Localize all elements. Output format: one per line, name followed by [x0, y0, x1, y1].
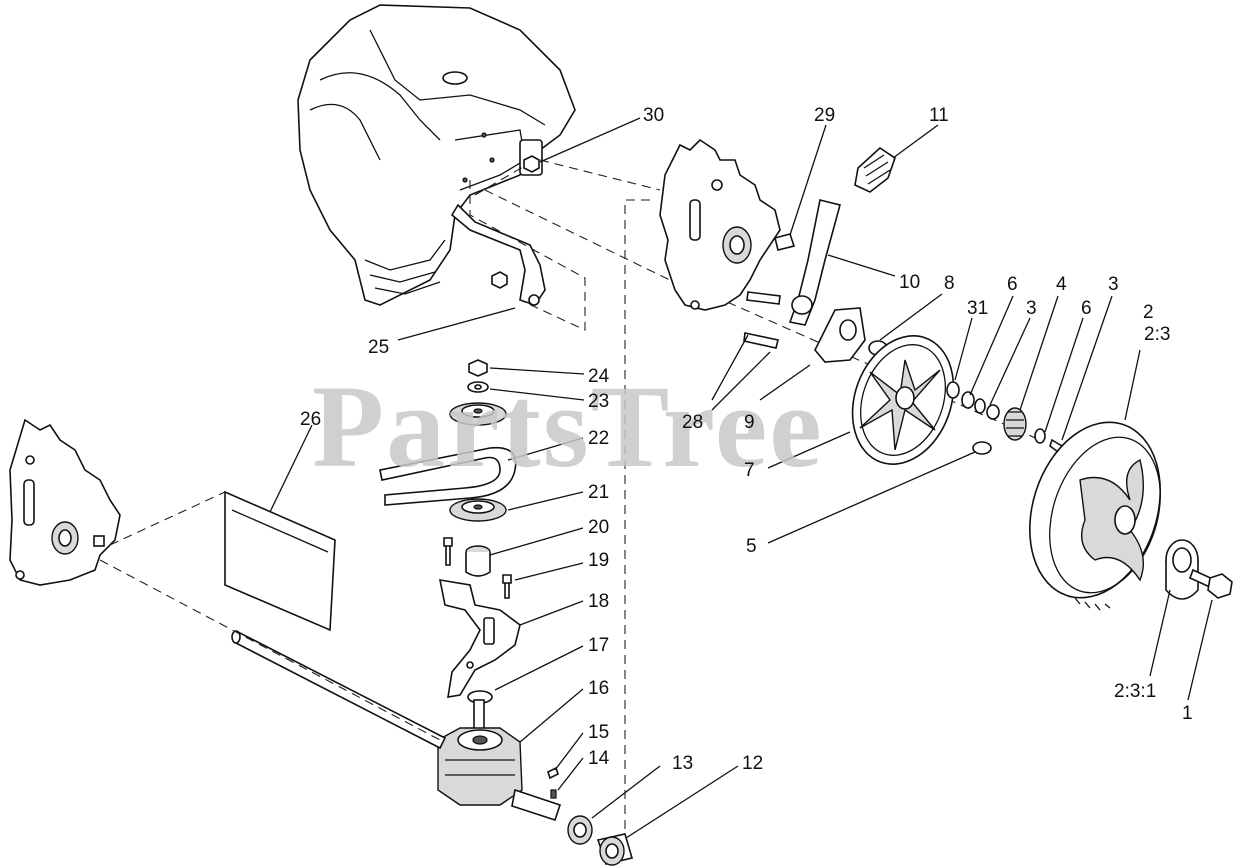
part-2-wheel	[1029, 421, 1161, 611]
callout-15: 15	[588, 722, 609, 743]
callout-18: 18	[588, 591, 609, 612]
part-16-gearbox	[437, 699, 523, 806]
callout-3-b: 3	[1108, 274, 1119, 295]
callout-17: 17	[588, 635, 609, 656]
part-1-bolt	[1188, 568, 1233, 599]
height-adjust-bracket-left	[9, 418, 121, 586]
part-25-nut	[491, 271, 508, 289]
part-3-washer	[986, 404, 1000, 420]
callout-29: 29	[814, 105, 835, 126]
part-4-pinion	[1003, 407, 1027, 441]
part-15-key	[547, 766, 559, 780]
callout-1: 1	[1182, 703, 1193, 724]
part-31-washer	[946, 381, 960, 399]
part-12-bushing	[596, 833, 634, 866]
height-adjust-lever	[788, 146, 896, 326]
watermark: PartsTree	[312, 361, 824, 492]
callout-2-3-1: 2:3:1	[1114, 681, 1156, 702]
callout-3: 3	[1026, 298, 1037, 319]
callout-16: 16	[588, 678, 609, 699]
callout-8: 8	[944, 273, 955, 294]
callout-12: 12	[742, 753, 763, 774]
callout-11: 11	[929, 105, 949, 126]
callout-30: 30	[643, 105, 664, 126]
callout-19: 19	[588, 550, 609, 571]
callout-9: 9	[744, 412, 755, 433]
part-5-washer	[972, 441, 992, 455]
callout-6-b: 6	[1081, 298, 1092, 319]
part-21-pulley-lower	[449, 498, 507, 522]
part-22-pulley-upper	[449, 402, 507, 426]
part-3-ring	[974, 398, 986, 414]
callout-22: 22	[588, 428, 609, 449]
callout-21: 21	[588, 482, 609, 503]
mower-housing	[297, 4, 576, 306]
part-2-3-1-bushing	[1165, 539, 1199, 600]
height-adjust-bracket-right	[659, 138, 796, 349]
part-30-nut	[523, 155, 540, 173]
part-24-nut	[468, 359, 488, 377]
callout-2-3: 2:3	[1144, 324, 1170, 345]
callout-2: 2	[1143, 302, 1154, 323]
callout-labels: 30 29 11 10 8 31 6 3 4 6 3 2 2:3 25 24 2…	[300, 105, 1193, 774]
part-18-bracket	[438, 579, 521, 698]
callout-6: 6	[1007, 274, 1018, 295]
part-9-bracket	[814, 307, 866, 363]
callout-20: 20	[588, 517, 609, 538]
callout-4: 4	[1056, 274, 1067, 295]
callout-26: 26	[300, 409, 321, 430]
part-7-hub-gear	[851, 335, 955, 465]
axle-shaft	[232, 630, 447, 750]
callout-23: 23	[588, 391, 609, 412]
part-6-ring-2	[1034, 428, 1046, 444]
part-14-key	[550, 789, 557, 799]
callout-25: 25	[368, 337, 389, 358]
callout-28: 28	[682, 412, 703, 433]
callout-13: 13	[672, 753, 693, 774]
callout-10: 10	[899, 272, 920, 293]
callout-7: 7	[744, 460, 755, 481]
leader-lines	[269, 117, 1213, 839]
part-13-bearing	[567, 815, 593, 845]
part-26-cover	[224, 490, 336, 632]
part-20-spacer	[465, 545, 491, 577]
callout-24: 24	[588, 366, 610, 387]
callout-5: 5	[746, 536, 757, 557]
callout-14: 14	[588, 748, 610, 769]
part-6-ring	[961, 391, 975, 409]
callout-31: 31	[967, 298, 988, 319]
